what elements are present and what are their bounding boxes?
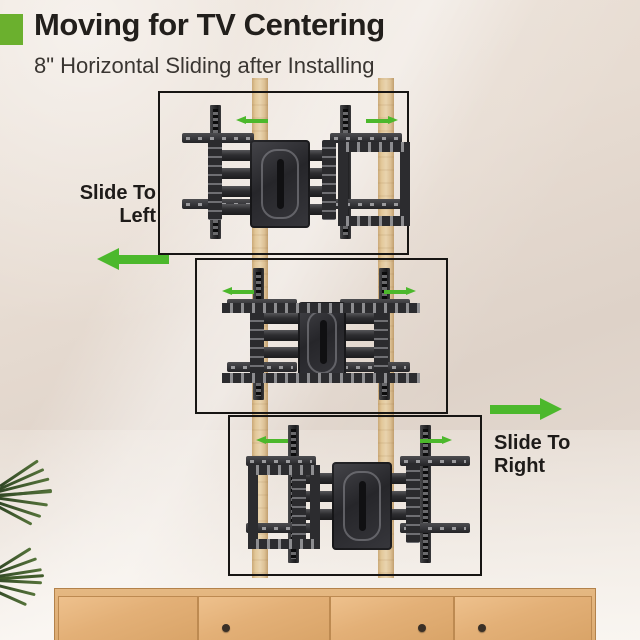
pivot-knuckle-left-top	[208, 140, 222, 220]
pivot-knuckle-left-middle	[250, 304, 264, 378]
tv-bracket-middle	[222, 303, 420, 383]
vesa-slot-middle	[319, 319, 327, 365]
vesa-slot-bottom	[359, 481, 366, 531]
wall-plate-upper2-bottom	[400, 456, 470, 466]
panel-bottom	[228, 415, 482, 576]
callout-left-line2: Left	[119, 204, 156, 227]
wall-plate-lower2-top	[330, 199, 402, 209]
mini-arrow-left-bottom	[256, 436, 288, 445]
callout-right-line2: Right	[494, 454, 546, 477]
cabinet-knob-1	[222, 624, 230, 632]
accent-block-icon	[0, 14, 23, 45]
cabinet-drawer-3	[330, 596, 454, 640]
callout-slide-left: Slide To Left	[36, 182, 156, 228]
vesa-plate-top	[250, 140, 310, 228]
vesa-plate-bottom	[332, 462, 392, 550]
vesa-plate-middle	[298, 302, 346, 382]
pivot-knuckle-right-top	[322, 140, 336, 220]
mini-arrow-right-bottom	[420, 436, 452, 445]
wall-plate-upper-bottom	[246, 456, 316, 466]
page-subtitle: 8" Horizontal Sliding after Installing	[34, 53, 375, 78]
arrow-left-icon	[97, 248, 169, 270]
pivot-knuckle-right-bottom	[406, 463, 420, 543]
wall-plate-lower-bottom	[246, 523, 316, 533]
palm-frond-lower	[0, 547, 48, 607]
cabinet-drawer-2	[198, 596, 330, 640]
callout-left-line1: Slide To	[79, 182, 156, 204]
vesa-inner-frame-top	[260, 148, 300, 220]
arrow-right-icon	[490, 398, 562, 420]
vesa-slot-top	[277, 159, 284, 209]
pivot-knuckle-left-bottom	[292, 463, 306, 543]
cabinet-drawer-4	[454, 596, 592, 640]
callout-right-line1: Slide To	[494, 432, 571, 454]
palm-frond-upper	[0, 459, 56, 526]
callout-slide-right: Slide To Right	[494, 432, 624, 478]
mini-arrow-right-middle	[384, 287, 416, 296]
wall-plate-upper-top	[182, 133, 254, 143]
wall-plate-upper2-top	[330, 133, 402, 143]
vesa-inner-frame-bottom	[342, 470, 382, 542]
wall-plate-lower2-bottom	[400, 523, 470, 533]
cabinet-drawer-1	[58, 596, 198, 640]
tv-bracket-bottom	[248, 465, 320, 549]
mini-arrow-left-middle	[222, 287, 254, 296]
cabinet-knob-2	[418, 624, 426, 632]
mini-arrow-left-top	[236, 116, 268, 125]
mini-arrow-right-top	[366, 116, 398, 125]
page-title: Moving for TV Centering	[34, 7, 385, 42]
panel-middle	[195, 258, 448, 414]
pivot-knuckle-right-middle	[374, 304, 388, 378]
cabinet-knob-3	[478, 624, 486, 632]
tv-bracket-top	[338, 142, 410, 226]
wall-rail-right-bottom	[420, 425, 431, 563]
